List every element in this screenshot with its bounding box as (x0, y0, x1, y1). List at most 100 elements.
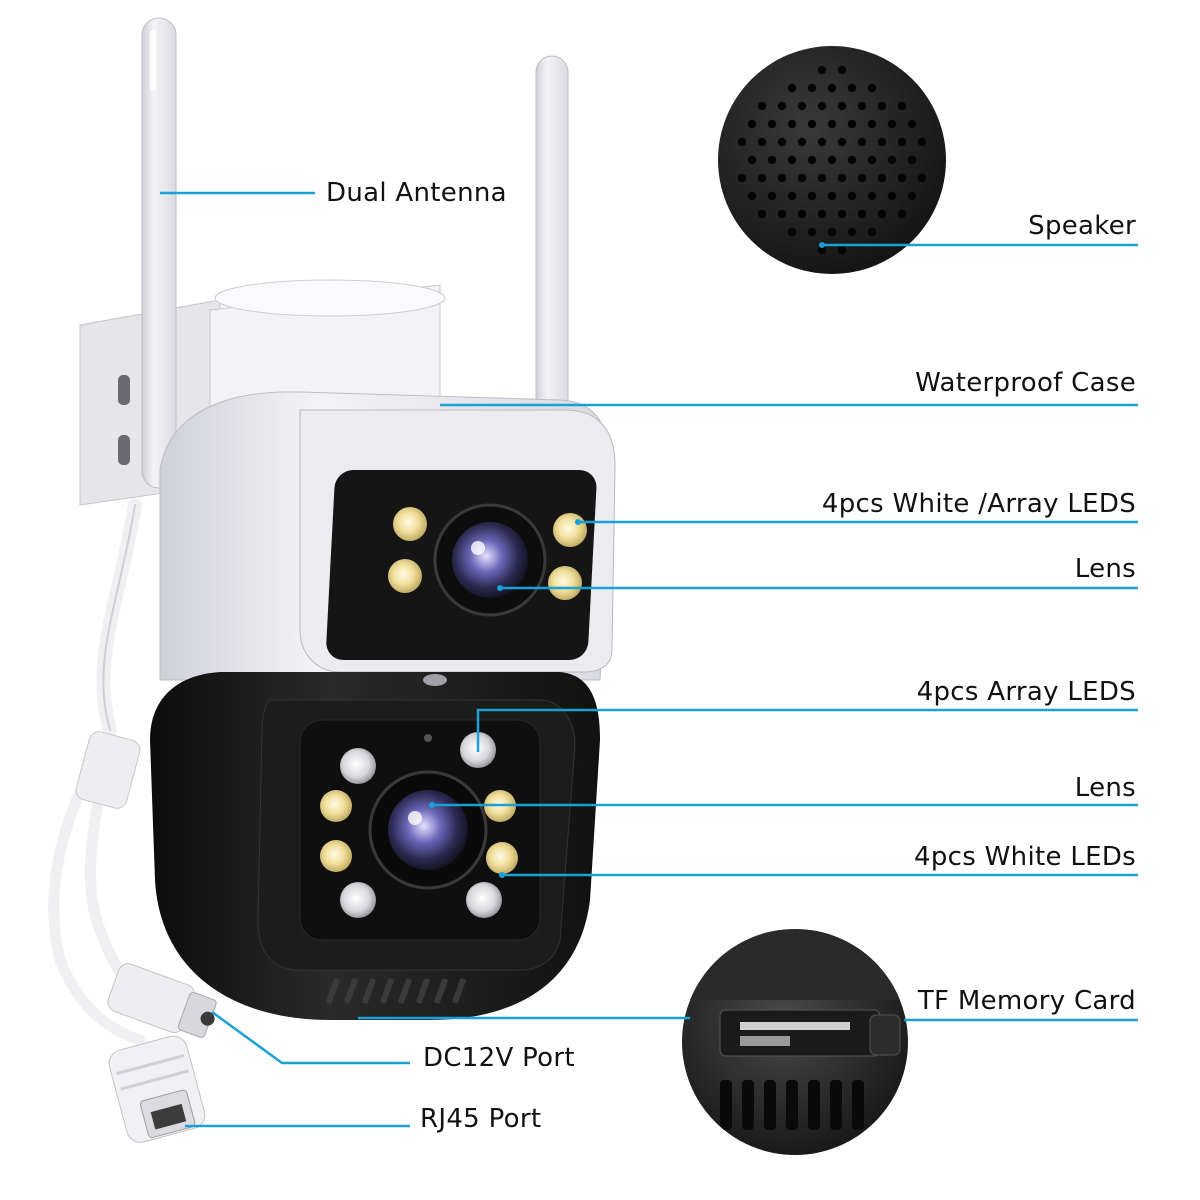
speaker-hole (877, 137, 887, 147)
label-lens-top: Lens (1074, 554, 1136, 584)
lens-bottom (388, 790, 468, 870)
led-array-4 (466, 882, 502, 918)
led-white-bottom-2 (320, 840, 352, 872)
speaker-hole (877, 173, 887, 183)
speaker-hole (747, 155, 757, 165)
speaker-hole (887, 119, 897, 129)
speaker-hole (847, 83, 857, 93)
speaker-hole (867, 119, 877, 129)
speaker-hole (817, 65, 827, 75)
callout-array-leds (476, 708, 1138, 752)
speaker-hole (857, 101, 867, 111)
speaker-hole (847, 119, 857, 129)
speaker-hole (837, 137, 847, 147)
speaker-hole (867, 83, 877, 93)
speaker-hole (807, 155, 817, 165)
speaker-hole (817, 101, 827, 111)
speaker-hole (847, 191, 857, 201)
speaker-hole (767, 155, 777, 165)
label-rj45-port: RJ45 Port (420, 1104, 542, 1134)
speaker-hole (837, 209, 847, 219)
black-housing (150, 672, 600, 1020)
speaker-hole (787, 191, 797, 201)
label-speaker: Speaker (1028, 211, 1136, 241)
speaker-hole (847, 155, 857, 165)
lens-top (452, 522, 528, 598)
speaker-hole (857, 209, 867, 219)
led-array-3 (340, 882, 376, 918)
speaker-hole (817, 245, 827, 255)
speaker-hole (817, 137, 827, 147)
speaker-hole (797, 209, 807, 219)
speaker-hole (887, 155, 897, 165)
speaker-hole (897, 101, 907, 111)
speaker-hole (777, 209, 787, 219)
speaker-hole (867, 227, 877, 237)
speaker-hole (907, 191, 917, 201)
led-white-bottom-4 (486, 842, 518, 874)
speaker-hole (807, 83, 817, 93)
led-white-top-3 (553, 513, 587, 547)
speaker-hole (867, 155, 877, 165)
speaker-hole (787, 155, 797, 165)
speaker-hole (907, 119, 917, 129)
callout-lines (160, 191, 1138, 1128)
speaker-hole (847, 227, 857, 237)
label-waterproof-case: Waterproof Case (915, 368, 1136, 398)
vent-slots (326, 978, 466, 1004)
dc12v-plug (107, 963, 217, 1038)
cable-splitter (75, 731, 141, 809)
led-white-bottom-1 (320, 790, 352, 822)
speaker-hole (807, 227, 817, 237)
led-white-top-4 (548, 566, 582, 600)
tf-card-inset (682, 929, 908, 1155)
rj45-plug (108, 1035, 206, 1143)
speaker-hole (807, 119, 817, 129)
led-array-1 (340, 748, 376, 784)
speaker-hole (857, 173, 867, 183)
speaker-hole (787, 83, 797, 93)
label-array-leds: 4pcs Array LEDS (916, 677, 1136, 707)
speaker-hole (817, 173, 827, 183)
speaker-hole (897, 137, 907, 147)
speaker-hole (827, 119, 837, 129)
speaker-hole (907, 155, 917, 165)
speaker-hole (757, 209, 767, 219)
speaker-hole (777, 173, 787, 183)
callout-dc12v (211, 1010, 410, 1065)
speaker-hole (837, 173, 847, 183)
waterproof-housing (159, 279, 616, 681)
speaker-hole (757, 173, 767, 183)
speaker-hole (837, 245, 847, 255)
speaker-hole (777, 137, 787, 147)
speaker-hole (877, 101, 887, 111)
speaker-hole (787, 227, 797, 237)
speaker-hole (837, 65, 847, 75)
speaker-hole (867, 191, 877, 201)
speaker-hole (807, 191, 817, 201)
speaker-hole (797, 101, 807, 111)
label-dc12v-port: DC12V Port (423, 1043, 575, 1073)
label-lens-bottom: Lens (1074, 773, 1136, 803)
speaker-hole (737, 137, 747, 147)
speaker-hole (747, 119, 757, 129)
speaker-hole (897, 173, 907, 183)
speaker-hole (787, 119, 797, 129)
speaker-hole (827, 191, 837, 201)
speaker-hole (857, 137, 867, 147)
speaker-hole (827, 155, 837, 165)
speaker-hole (887, 191, 897, 201)
speaker-hole (767, 119, 777, 129)
speaker-hole (817, 209, 827, 219)
speaker-hole (917, 173, 927, 183)
label-dual-antenna: Dual Antenna (326, 178, 507, 208)
label-white-array-leds: 4pcs White /Array LEDS (821, 489, 1136, 519)
speaker-hole (827, 227, 837, 237)
speaker-hole (797, 173, 807, 183)
speaker-hole (897, 209, 907, 219)
speaker-hole (777, 101, 787, 111)
speaker-hole (747, 191, 757, 201)
speaker-hole (917, 137, 927, 147)
speaker-hole (737, 173, 747, 183)
